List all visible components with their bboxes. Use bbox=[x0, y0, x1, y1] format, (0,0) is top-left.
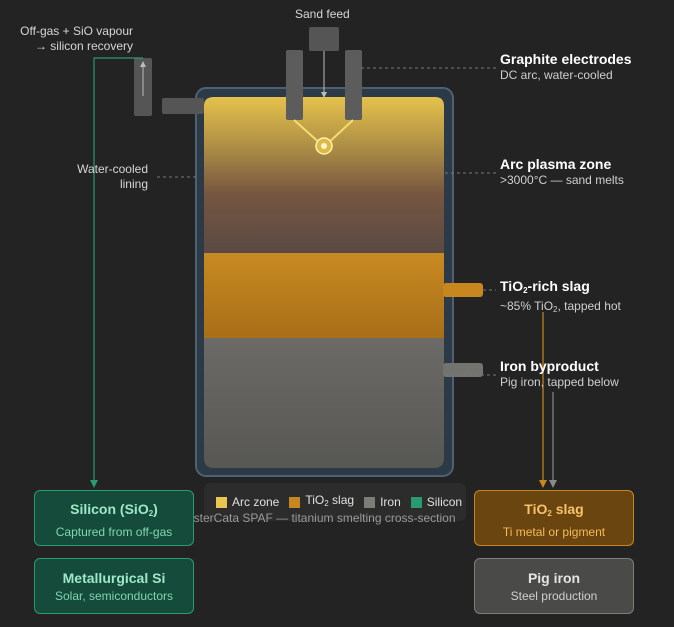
legend-item-slag: TiO2 slag bbox=[289, 493, 354, 511]
slag-taphole bbox=[443, 283, 483, 297]
metallurgical-si-box: Metallurgical Si Solar, semiconductors bbox=[34, 558, 194, 614]
legend: Arc zone TiO2 slag Iron Silicon bbox=[204, 483, 466, 521]
diagram-caption: MasterCata SPAF — titanium smelting cros… bbox=[177, 511, 456, 525]
tio2-slag-output-box: TiO2 slag Ti metal or pigment bbox=[474, 490, 634, 546]
offgas-label: Off-gas + SiO vapour → silicon recovery bbox=[20, 24, 133, 53]
pig-iron-output-box: Pig iron Steel production bbox=[474, 558, 634, 614]
iron-label: Iron byproduct Pig iron, tapped below bbox=[500, 358, 619, 389]
silicon-output-box: Silicon (SiO2) Captured from off-gas bbox=[34, 490, 194, 546]
offgas-duct bbox=[162, 98, 204, 114]
electrode-left bbox=[286, 50, 303, 120]
slag-label: TiO2-rich slag ~85% TiO2, tapped hot bbox=[500, 278, 621, 314]
electrode-right bbox=[345, 50, 362, 120]
arc-plasma-zone bbox=[204, 97, 444, 253]
electrodes-label: Graphite electrodes DC arc, water-cooled bbox=[500, 51, 632, 82]
sand-feed-hopper bbox=[309, 27, 339, 51]
legend-item-arc-zone: Arc zone bbox=[216, 493, 279, 511]
lining-label: Water-cooled lining bbox=[77, 162, 148, 191]
arc-zone-label: Arc plasma zone >3000°C — sand melts bbox=[500, 156, 624, 187]
legend-item-iron: Iron bbox=[364, 493, 401, 511]
iron-layer bbox=[204, 338, 444, 468]
silicon-route bbox=[93, 57, 143, 482]
legend-item-silicon: Silicon bbox=[410, 493, 462, 511]
slag-layer bbox=[204, 253, 444, 338]
iron-taphole bbox=[443, 363, 483, 377]
sand-feed-label: Sand feed bbox=[295, 7, 350, 21]
